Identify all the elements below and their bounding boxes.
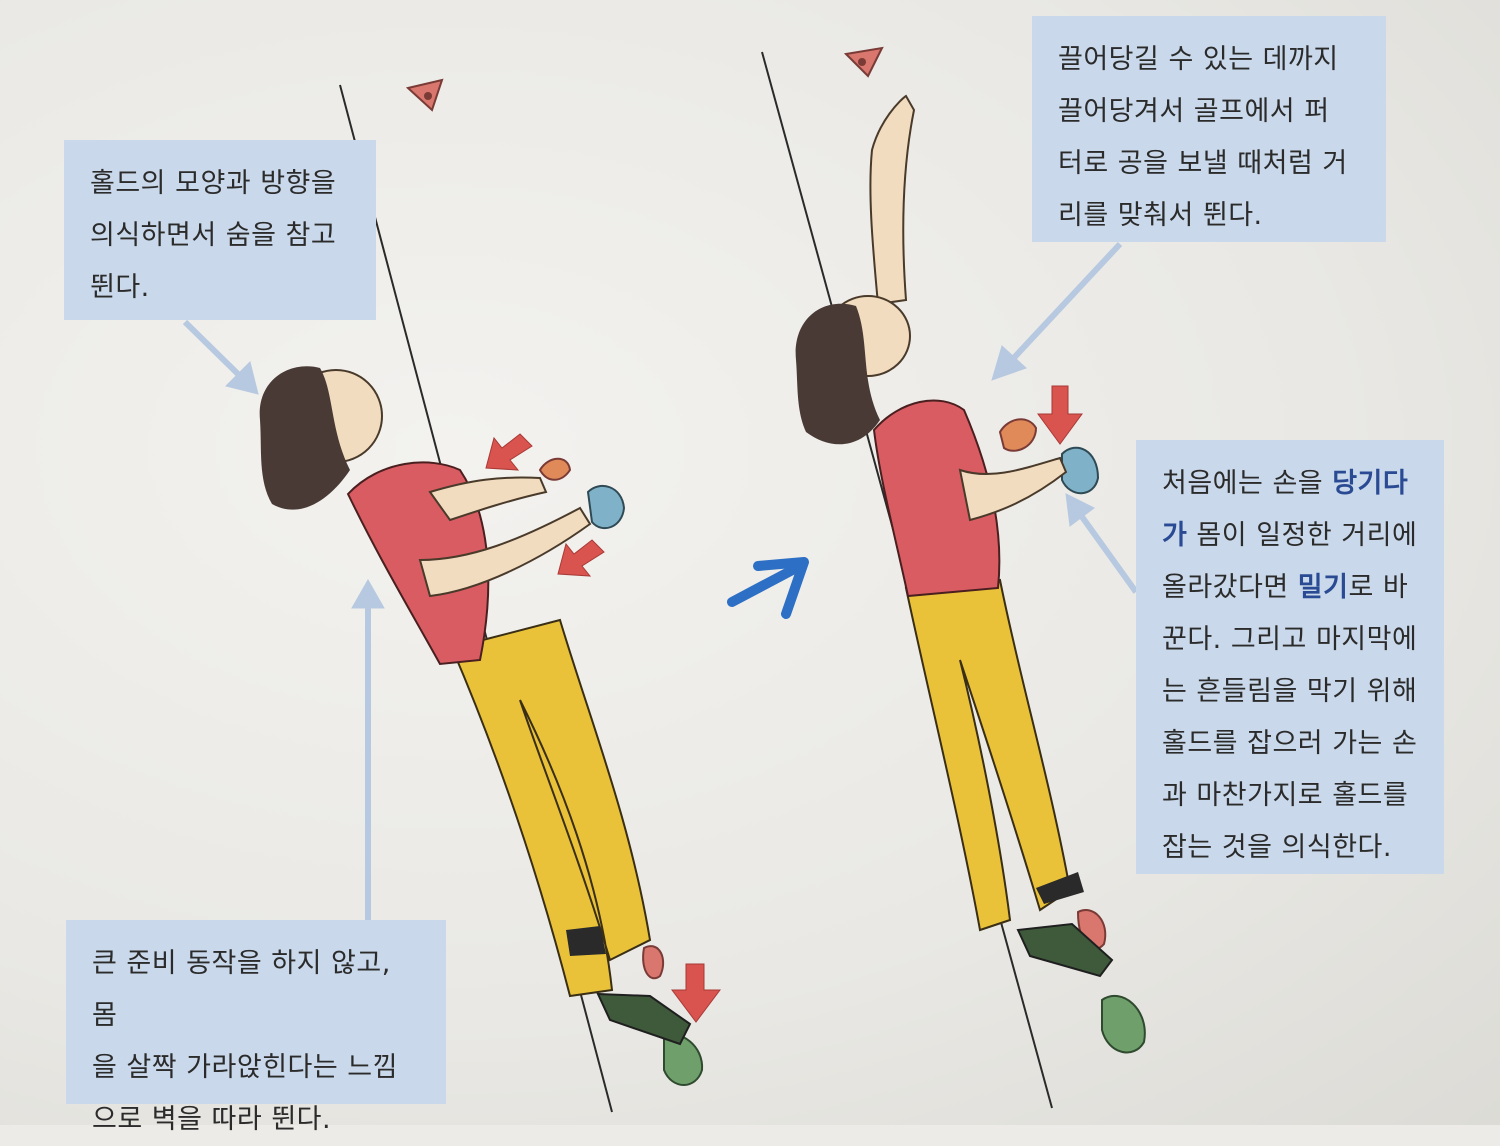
red-down-arrow-icon	[1037, 385, 1083, 445]
highlight-pull: 당기다 가	[1162, 468, 1409, 551]
red-down-arrow-icon	[485, 433, 721, 1023]
callout-hold-shape: 홀드의 모양과 방향을 의식하면서 숨을 참고 뛴다.	[64, 140, 376, 320]
highlight-push: 밀기	[1297, 572, 1349, 603]
callout-text: 처음에는 손을	[1162, 468, 1333, 499]
hold-icon	[1061, 446, 1100, 495]
hold-icon	[998, 418, 1038, 452]
hold-icon	[1101, 994, 1146, 1054]
climber-right	[795, 46, 1146, 1054]
callout-no-prep: 큰 준비 동작을 하지 않고, 몸 을 살짝 가라앉힌다는 느낌 으로 벽을 따…	[66, 920, 446, 1135]
hold-icon	[663, 1034, 704, 1086]
climber-left	[259, 78, 721, 1086]
callout-text: 로 바 꾼다. 그리고 마지막에 는 흔들림을 막기 위해 홀드를 잡으러 가는…	[1162, 572, 1418, 863]
hold-icon	[642, 945, 665, 980]
callout-arrow-2	[351, 578, 385, 920]
callout-arrow-1	[182, 319, 259, 395]
callout-text: 몸이 일정한 거리에 올라갔다면	[1162, 520, 1418, 603]
callout-arrow-4	[1065, 493, 1139, 594]
hold-icon	[538, 457, 572, 481]
callout-pull-far: 끌어당길 수 있는 데까지 끌어당겨서 골프에서 퍼 터로 공을 보낼 때처럼 …	[1032, 16, 1386, 242]
callout-arrow-3	[991, 241, 1123, 381]
hold-icon	[586, 484, 626, 530]
blue-next-arrow-icon	[727, 557, 809, 619]
callout-pull-push: 처음에는 손을 당기다 가 몸이 일정한 거리에 올라갔다면 밀기로 바 꾼다.…	[1136, 440, 1444, 874]
